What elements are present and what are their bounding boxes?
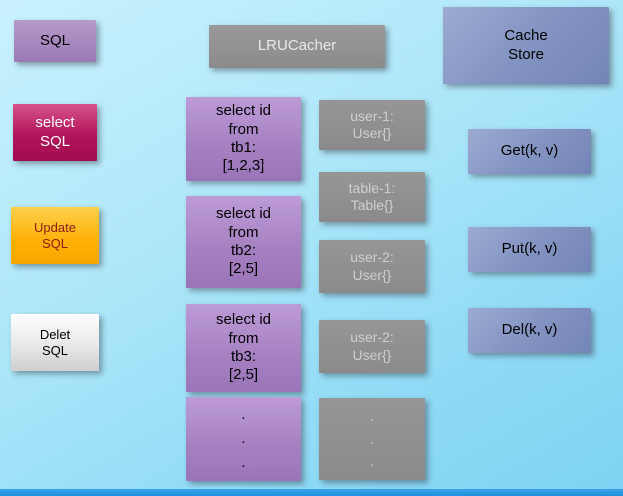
select-sql-node: select SQL — [13, 104, 97, 161]
cache-store-node: Cache Store — [443, 7, 609, 84]
get-op-node: Get(k, v) — [468, 129, 591, 174]
del-op-node: Del(k, v) — [468, 308, 591, 353]
cache-entry-ellipsis: . . . — [319, 398, 425, 480]
query-node-tb1: select id from tb1: [1,2,3] — [186, 97, 301, 181]
cache-entry-user2b: user-2: User{} — [319, 320, 425, 373]
sql-node: SQL — [14, 20, 96, 62]
update-sql-node: Update SQL — [11, 207, 99, 264]
delete-sql-node: Delet SQL — [11, 314, 99, 371]
put-op-node: Put(k, v) — [468, 227, 591, 272]
cache-entry-table1: table-1: Table{} — [319, 172, 425, 222]
lrucacher-node: LRUCacher — [209, 25, 385, 68]
query-node-ellipsis: . . . — [186, 397, 301, 481]
cache-entry-user2: user-2: User{} — [319, 240, 425, 293]
query-node-tb2: select id from tb2: [2,5] — [186, 196, 301, 288]
cache-entry-user1: user-1: User{} — [319, 100, 425, 150]
query-node-tb3: select id from tb3: [2,5] — [186, 304, 301, 392]
bottom-border — [0, 489, 623, 496]
